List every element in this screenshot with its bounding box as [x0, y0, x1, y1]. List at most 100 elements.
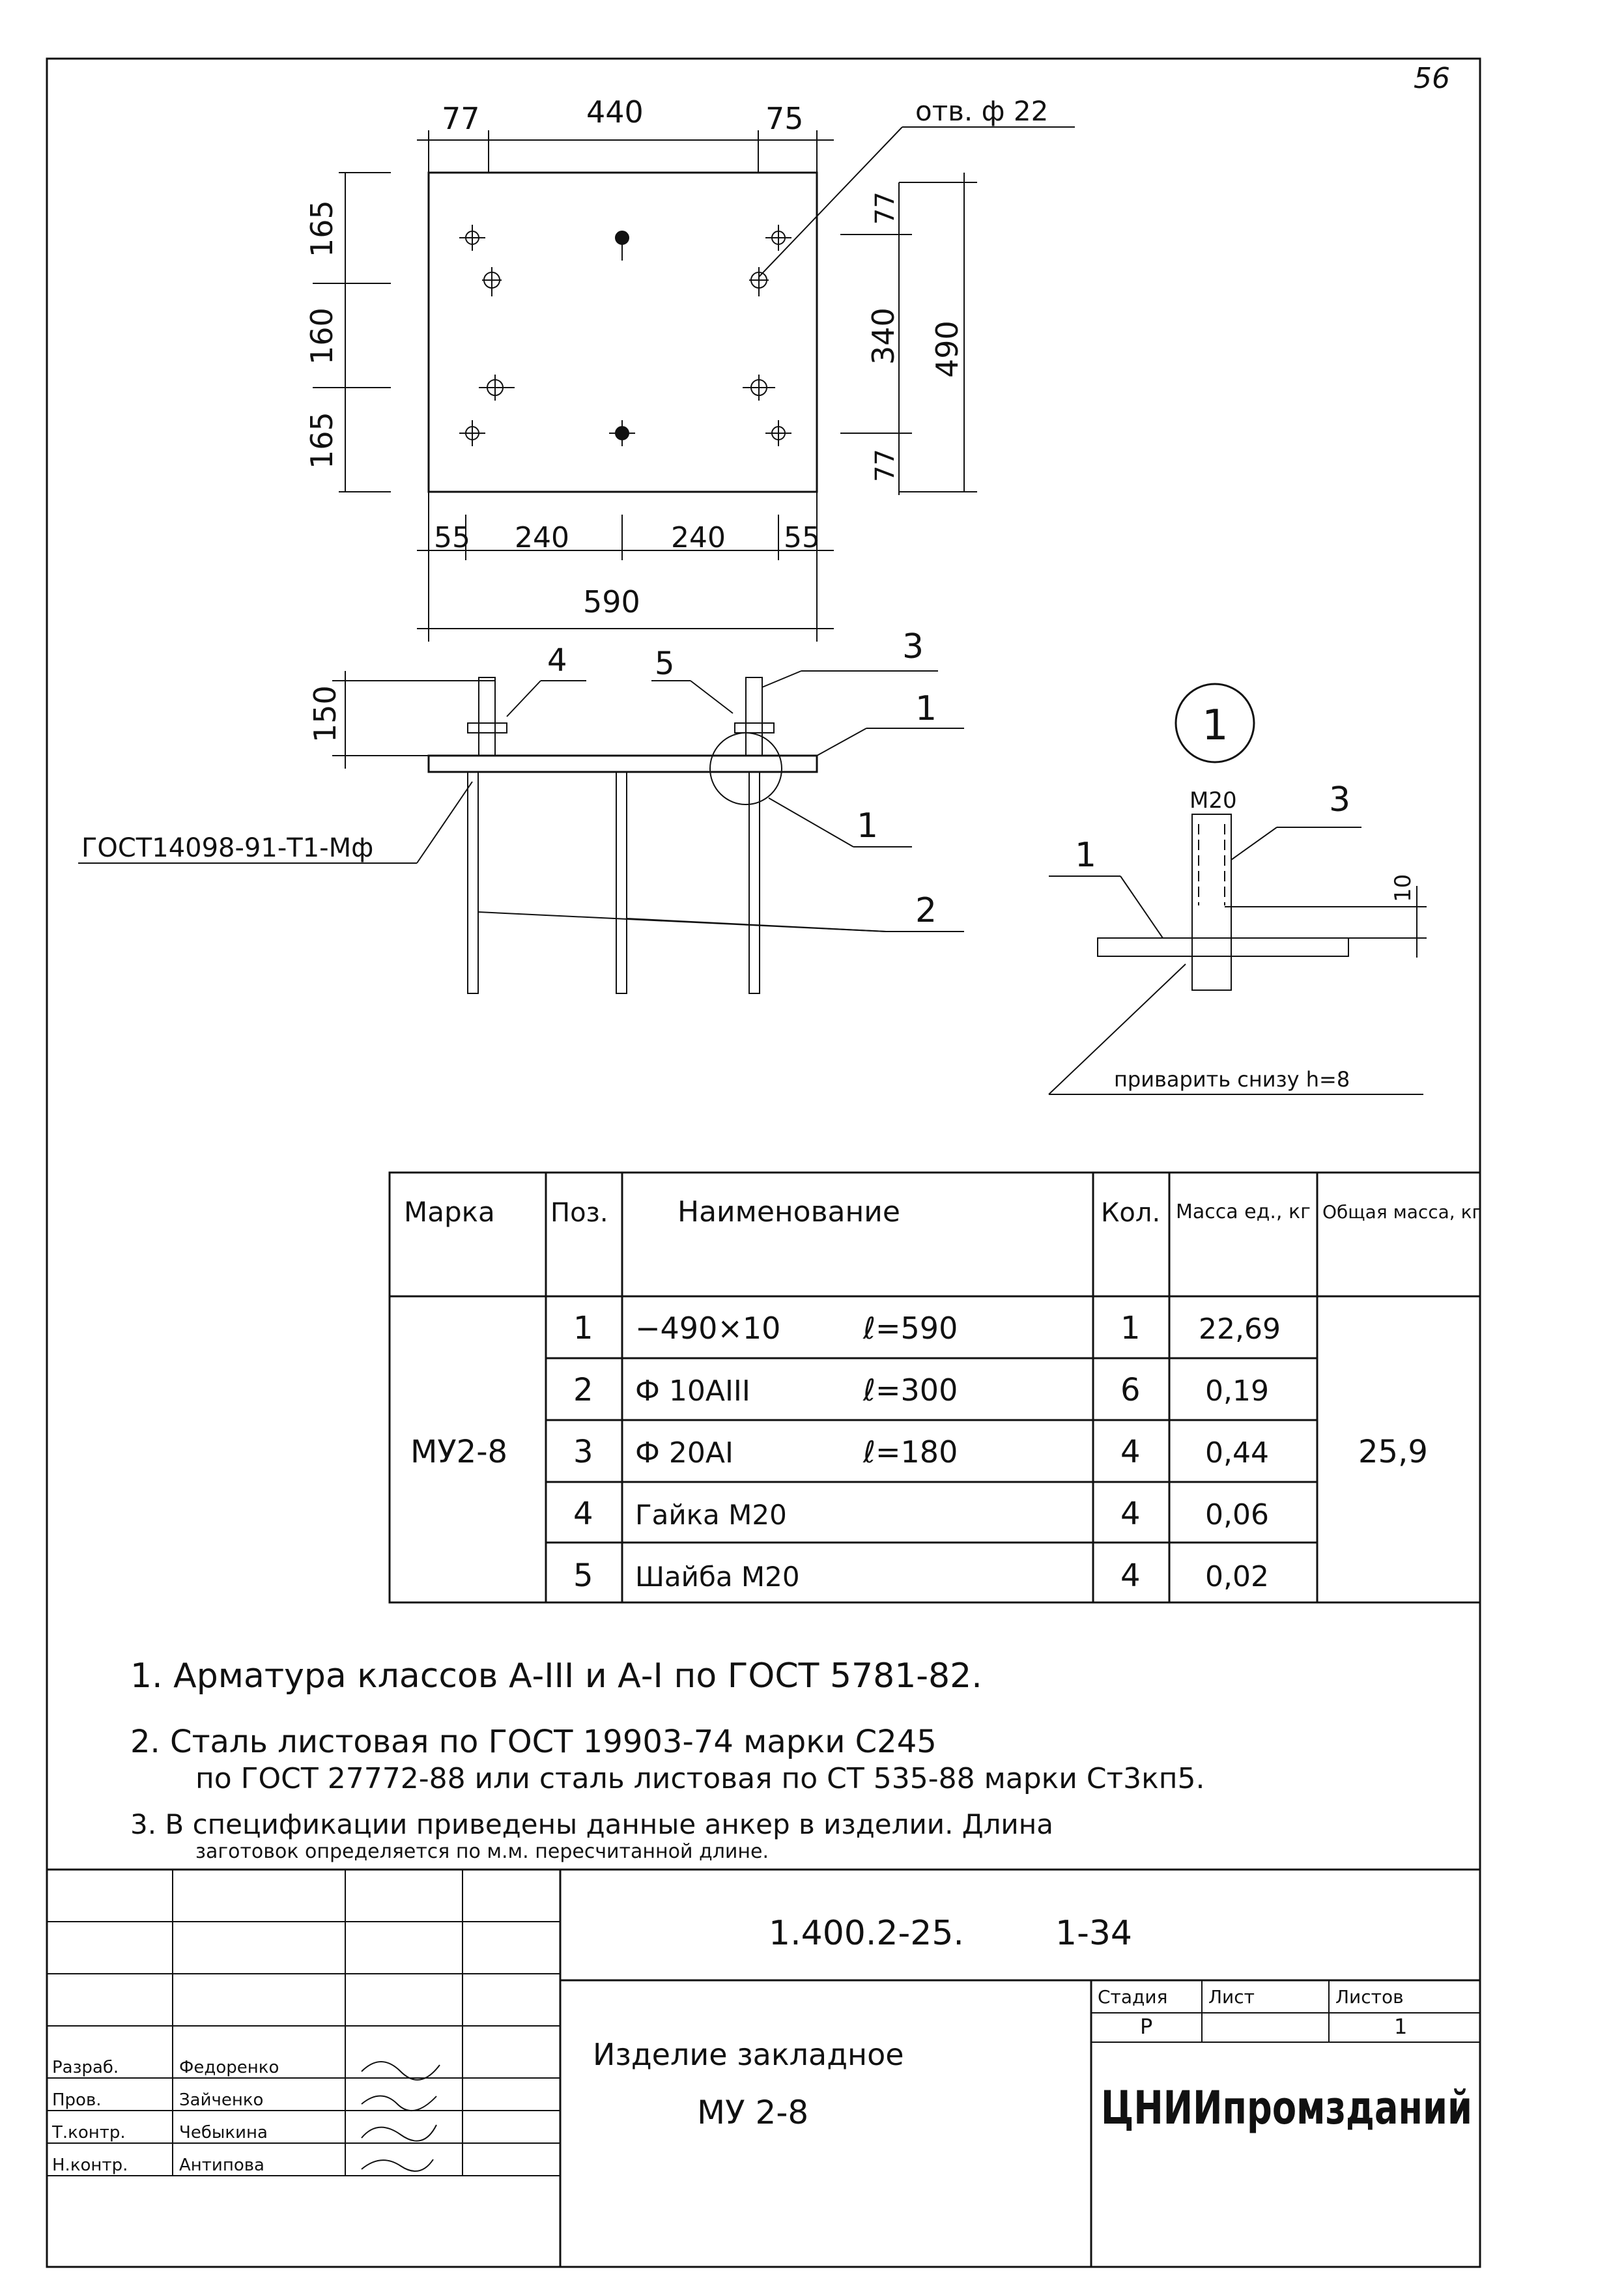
detail-dim: 10: [1390, 874, 1416, 902]
title-line-2: МУ 2-8: [697, 2094, 808, 2131]
row-pos: 2: [573, 1372, 593, 1408]
hole: [765, 225, 791, 251]
dim-bottom-2: 240: [515, 521, 569, 554]
dim-left-top: 165: [304, 200, 339, 257]
detail-label-1: 1: [1075, 836, 1096, 875]
dim-right-inner-top: 77: [870, 192, 900, 225]
dim-bottom-3: 240: [671, 521, 726, 554]
hole: [615, 231, 629, 261]
row-length: ℓ=590: [862, 1311, 958, 1346]
pos-label-1b: 1: [857, 806, 878, 846]
dim-right-inner-middle: 340: [866, 307, 901, 365]
dim-right-inner-bottom: 77: [870, 449, 900, 482]
hole: [743, 375, 775, 401]
header-name: Наименование: [677, 1195, 900, 1229]
org-name: ЦНИИпромзданий: [1101, 2081, 1472, 2135]
name-3: Чебыкина: [179, 2123, 268, 2142]
detail-plate: [1097, 937, 1349, 957]
title-line-1: Изделие закладное: [593, 2037, 904, 2072]
header-pos: Поз.: [550, 1198, 608, 1228]
top-stud: [745, 677, 763, 756]
hole: [749, 267, 769, 296]
pos-label-3: 3: [902, 627, 924, 666]
row-qty: 4: [1120, 1434, 1141, 1470]
mark-value: МУ2-8: [410, 1434, 507, 1470]
row-mass: 22,69: [1199, 1313, 1281, 1346]
plan-view: [313, 126, 1075, 642]
row-pos: 5: [573, 1558, 593, 1594]
hole: [609, 420, 635, 446]
name-2: Зайченко: [179, 2090, 263, 2110]
row-mass: 0,02: [1205, 1560, 1269, 1593]
note-3: 3. В спецификации приведены данные анкер…: [130, 1808, 1053, 1840]
row-pos: 1: [573, 1310, 593, 1346]
role-2: Пров.: [52, 2090, 102, 2110]
top-stud: [478, 677, 496, 756]
signature-marks: [361, 2061, 440, 2172]
row-mass: 0,19: [1205, 1374, 1269, 1408]
page-number: 56: [1414, 62, 1450, 95]
table-row: 4 Гайка М20 4 0,06: [573, 1496, 1269, 1532]
nut: [734, 722, 775, 733]
sheets-total: 1: [1394, 2014, 1407, 2039]
dim-bottom-4: 55: [784, 521, 820, 554]
table-row: 2 Ф 10АIII ℓ=300 6 0,19: [573, 1372, 1269, 1408]
row-pos: 4: [573, 1496, 593, 1532]
doc-number: 1.400.2-25.: [769, 1914, 964, 1953]
rod: [616, 771, 627, 994]
note-2-cont: по ГОСТ 27772-88 или сталь листовая по С…: [195, 1762, 1205, 1795]
detail-label-3: 3: [1329, 780, 1350, 819]
note-2: 2. Сталь листовая по ГОСТ 19903-74 марки…: [130, 1724, 937, 1760]
dim-top-right: 75: [765, 101, 804, 136]
header-total-mass: Общая масса, кг: [1322, 1201, 1481, 1223]
note-1: 1. Арматура классов А-III и А-I по ГОСТ …: [130, 1657, 982, 1696]
table-row: 5 Шайба М20 4 0,02: [573, 1558, 1269, 1594]
table-row: 1 −490×10 ℓ=590 1 22,69: [573, 1310, 1281, 1346]
stage-value: Р: [1140, 2014, 1152, 2039]
spec-table-grid: [388, 1171, 1481, 1604]
row-name: Гайка М20: [635, 1499, 787, 1531]
role-1: Разраб.: [52, 2058, 119, 2077]
rod: [467, 771, 479, 994]
elevation-view: [78, 670, 964, 994]
sheets-header: Листов: [1335, 1986, 1404, 2008]
stage-header: Стадия: [1098, 1986, 1167, 2008]
row-name: Ф 20АI: [635, 1436, 734, 1470]
header-qty: Кол.: [1101, 1198, 1160, 1228]
row-name: −490×10: [635, 1311, 780, 1346]
hole: [479, 375, 515, 401]
plan-holes: [459, 225, 791, 446]
row-qty: 1: [1120, 1310, 1141, 1346]
dim-left-middle: 160: [304, 307, 339, 365]
hole: [482, 267, 502, 296]
title-block-grid: [47, 1868, 1480, 2267]
pos-label-2: 2: [915, 891, 937, 930]
weld-standard: ГОСТ14098-91-Т1-Мф: [81, 833, 373, 863]
name-1: Федоренко: [179, 2058, 279, 2077]
rod: [748, 771, 760, 994]
hole: [459, 420, 485, 446]
detail-circle: [1175, 683, 1255, 763]
dim-right-outer: 490: [930, 320, 965, 378]
row-length: ℓ=300: [862, 1373, 958, 1408]
plate-section: [427, 754, 818, 773]
note-3-cont: заготовок определяется по м.м. пересчита…: [195, 1840, 769, 1863]
detail-node-1: [1048, 683, 1427, 1095]
row-qty: 4: [1120, 1496, 1141, 1532]
detail-thread: М20: [1190, 788, 1237, 814]
sheet-code: 1-34: [1055, 1914, 1132, 1953]
header-unit-mass: Масса ед., кг: [1176, 1201, 1311, 1223]
detail-marker: [709, 732, 782, 805]
nut: [467, 722, 507, 733]
hole-callout: отв. ф 22: [915, 95, 1048, 127]
pos-label-4: 4: [547, 642, 567, 679]
pos-label-1: 1: [915, 689, 937, 728]
sheet-frame: [46, 57, 1481, 2268]
row-qty: 6: [1120, 1372, 1141, 1408]
row-name: Шайба М20: [635, 1561, 800, 1593]
detail-number: 1: [1202, 702, 1229, 750]
header-mark: Марка: [404, 1196, 495, 1228]
sheet-header: Лист: [1208, 1986, 1255, 2008]
role-3: Т.контр.: [51, 2123, 126, 2142]
